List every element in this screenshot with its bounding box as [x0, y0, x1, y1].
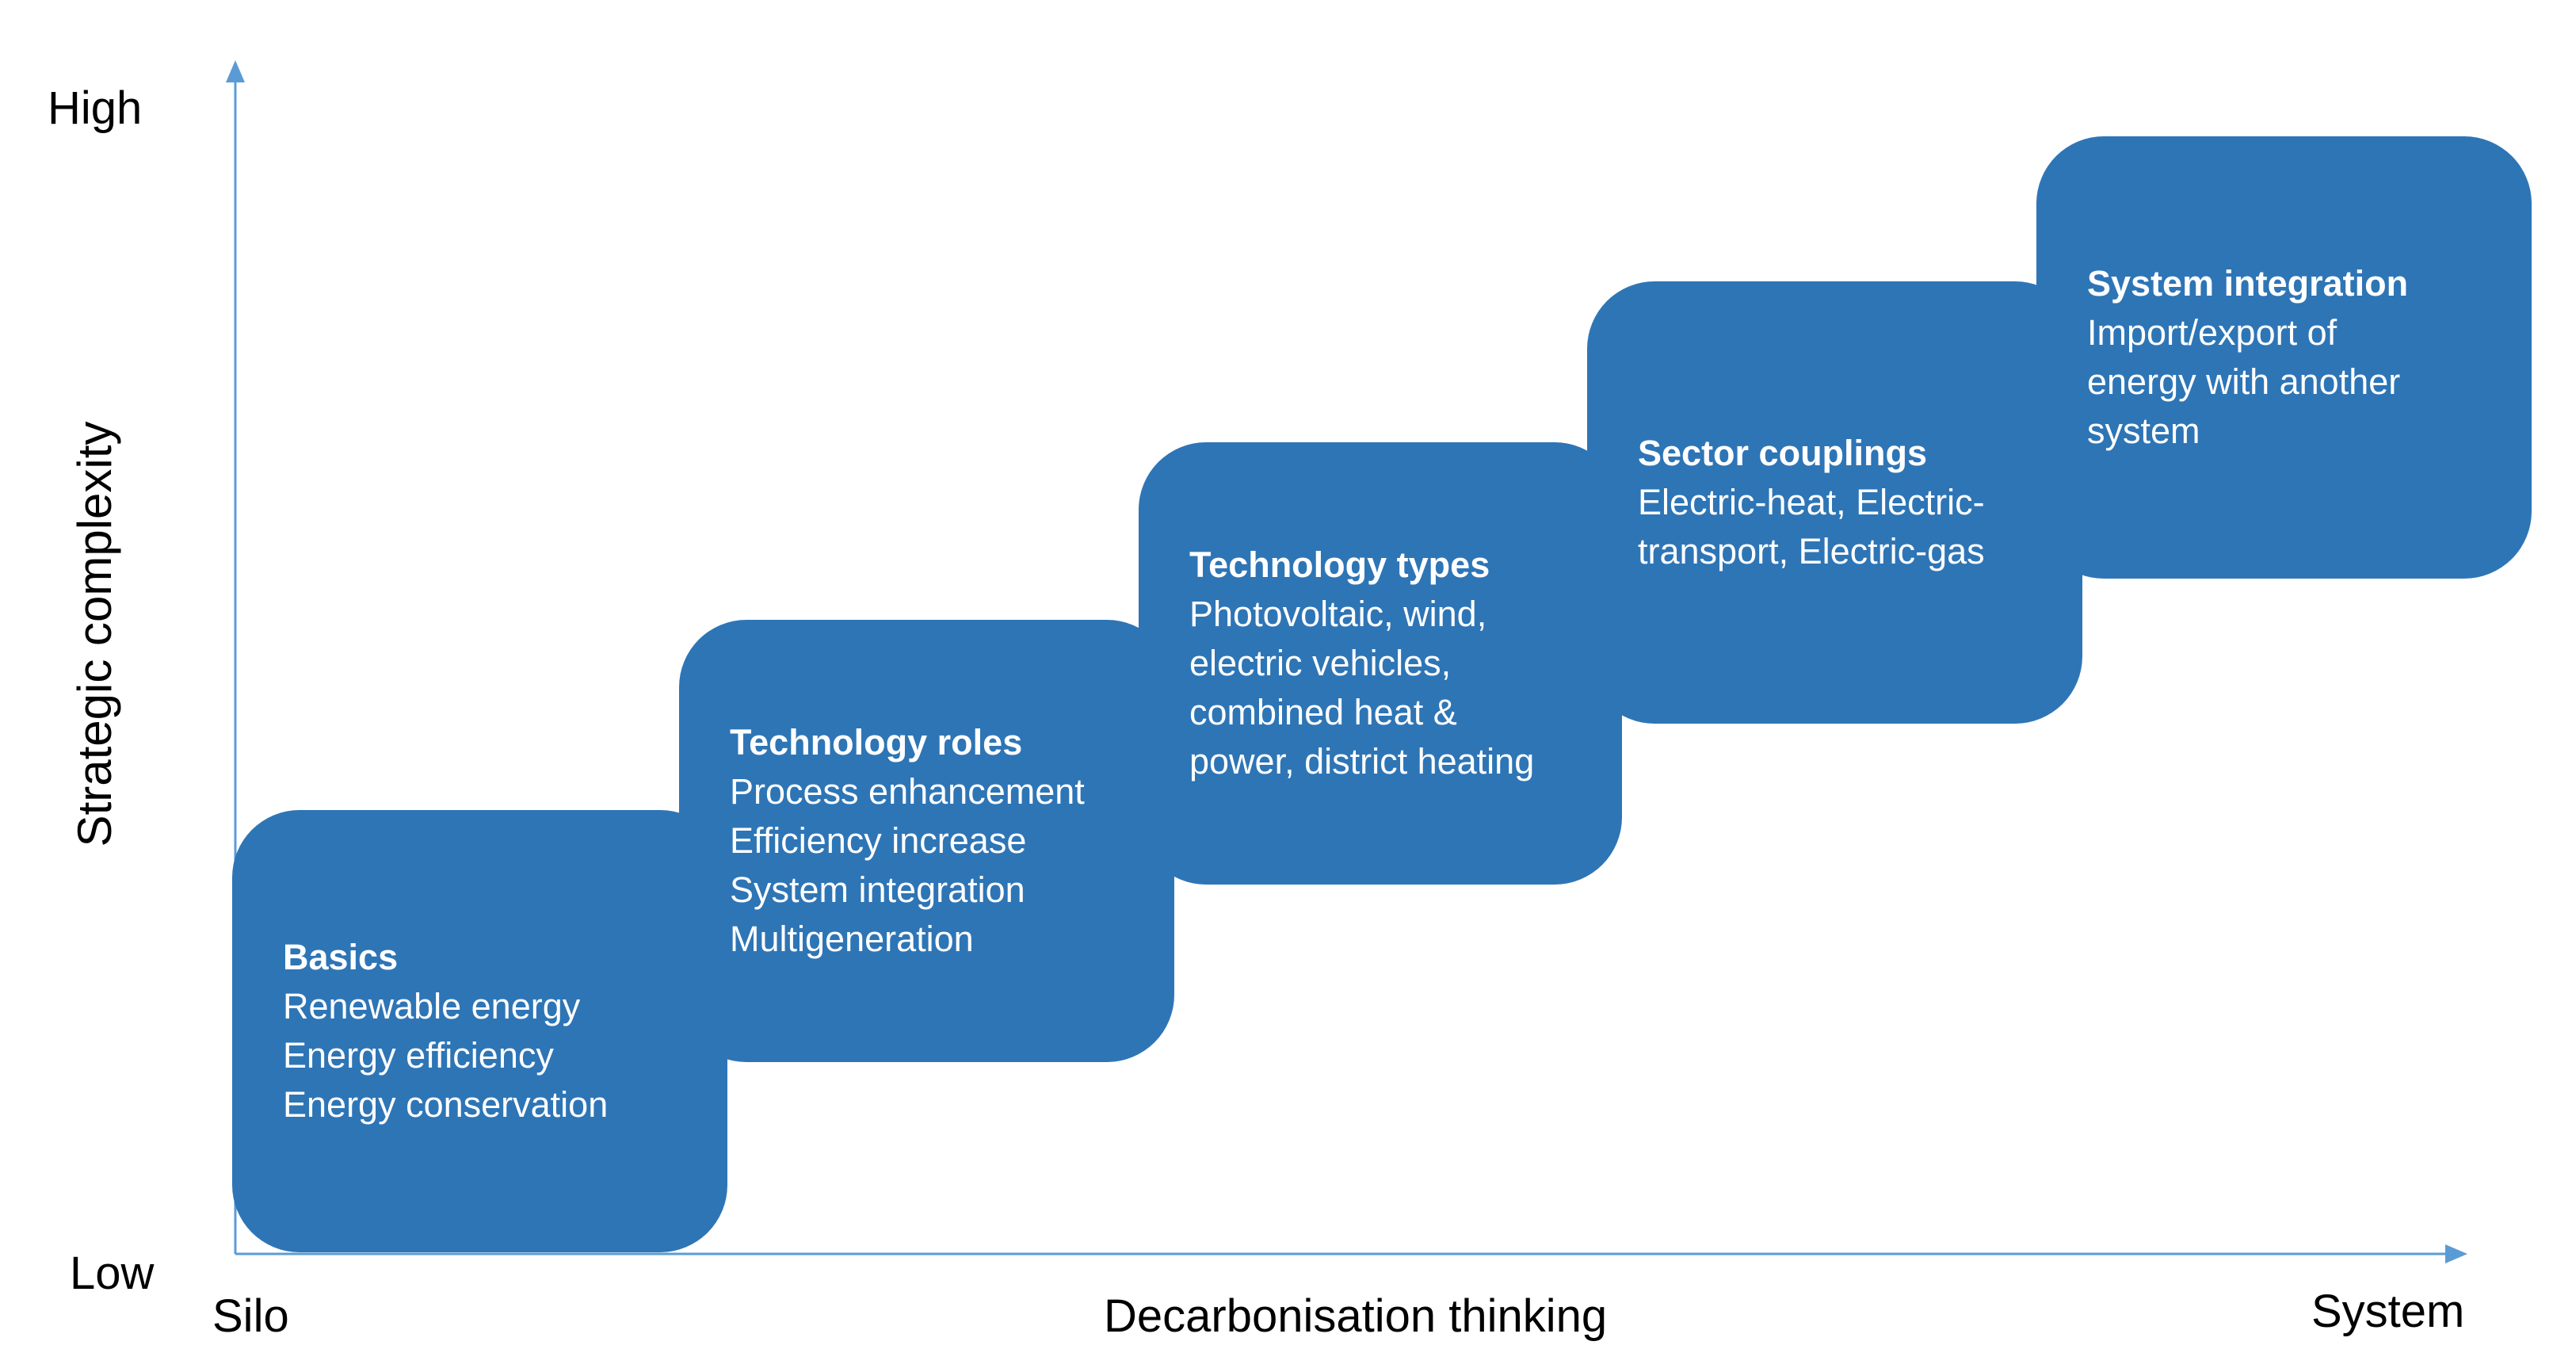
step-technology-roles: Technology roles Process enhancement Eff…	[679, 620, 1174, 1062]
x-axis-start-label: Silo	[212, 1290, 289, 1342]
y-axis-arrow	[226, 60, 245, 82]
step-line: Process enhancement	[730, 771, 1085, 812]
step-line: Efficiency increase	[730, 820, 1027, 861]
y-axis-title: Strategic complexity	[68, 421, 121, 847]
x-axis-arrow	[2445, 1244, 2467, 1263]
step-line: combined heat &	[1189, 692, 1457, 732]
step-line: Photovoltaic, wind,	[1189, 594, 1487, 634]
x-axis-end-label: System	[2311, 1286, 2465, 1337]
x-axis-title: Decarbonisation thinking	[1104, 1290, 1608, 1342]
step-line: Multigeneration	[730, 919, 974, 959]
y-axis-low-label: Low	[70, 1248, 155, 1299]
step-system-integration: System integration Import/export of ener…	[2036, 136, 2532, 579]
step-basics: Basics Renewable energy Energy efficienc…	[232, 810, 727, 1252]
step-title: Basics	[283, 937, 399, 977]
step-title: Technology types	[1189, 545, 1490, 585]
step-line: energy with another	[2087, 361, 2401, 402]
step-line: system	[2087, 411, 2200, 451]
step-title: System integration	[2087, 263, 2409, 304]
step-line: Energy efficiency	[283, 1035, 554, 1076]
step-line: power, district heating	[1189, 741, 1535, 782]
y-axis-high-label: High	[48, 82, 143, 134]
step-line: Electric-heat, Electric-	[1638, 482, 1985, 522]
step-technology-types: Technology types Photovoltaic, wind, ele…	[1139, 442, 1622, 885]
step-title: Technology roles	[730, 722, 1023, 762]
step-line: transport, Electric-gas	[1638, 531, 1985, 571]
step-line: System integration	[730, 869, 1025, 910]
step-line: Import/export of	[2087, 312, 2337, 353]
step-sector-couplings: Sector couplings Electric-heat, Electric…	[1587, 281, 2082, 724]
step-title: Sector couplings	[1638, 433, 1928, 473]
step-line: Energy conservation	[283, 1084, 609, 1125]
step-line: Renewable energy	[283, 986, 581, 1026]
step-line: electric vehicles,	[1189, 643, 1452, 683]
